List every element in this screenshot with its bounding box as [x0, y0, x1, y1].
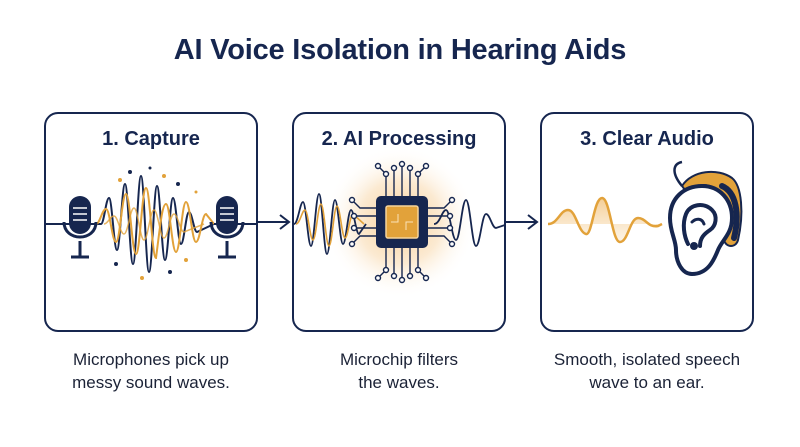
capture-illustration — [46, 166, 256, 280]
processing-illustration — [294, 146, 504, 298]
clear-audio-heading: 3. Clear Audio — [580, 128, 714, 150]
microphone-icon — [209, 196, 245, 259]
capture-caption-line1: Microphones pick up — [73, 350, 229, 369]
clean-waveform-icon — [433, 199, 504, 247]
microphone-icon — [62, 196, 98, 259]
arrow-right-icon — [506, 214, 539, 230]
ear-icon — [667, 183, 735, 277]
capture-panel: 1. Capture — [44, 112, 258, 332]
clear-audio-panel: 3. Clear Audio — [540, 112, 754, 332]
diagram-title: AI Voice Isolation in Hearing Aids — [173, 34, 627, 66]
capture-heading: 1. Capture — [102, 128, 200, 150]
messy-waveform-icon — [294, 193, 367, 255]
messy-waveform-icon — [92, 166, 215, 280]
processing-heading: 2. AI Processing — [321, 128, 477, 150]
arrow-right-icon — [258, 214, 291, 230]
capture-caption: Microphones pick up messy sound waves. — [31, 348, 271, 394]
clear-audio-caption-line1: Smooth, isolated speech — [553, 350, 741, 369]
smooth-waveform-icon — [547, 196, 663, 244]
processing-caption-line2: the waves. — [358, 373, 440, 392]
processing-caption: Microchip filters the waves. — [279, 348, 519, 394]
clear-audio-caption: Smooth, isolated speech wave to an ear. — [527, 348, 767, 394]
processing-panel: 2. AI Processing — [292, 112, 506, 332]
microchip-icon — [376, 196, 428, 248]
capture-caption-line2: messy sound waves. — [72, 373, 230, 392]
clear-audio-caption-line2: wave to an ear. — [589, 373, 705, 392]
clear-audio-illustration — [547, 160, 743, 277]
processing-caption-line1: Microchip filters — [339, 350, 459, 369]
